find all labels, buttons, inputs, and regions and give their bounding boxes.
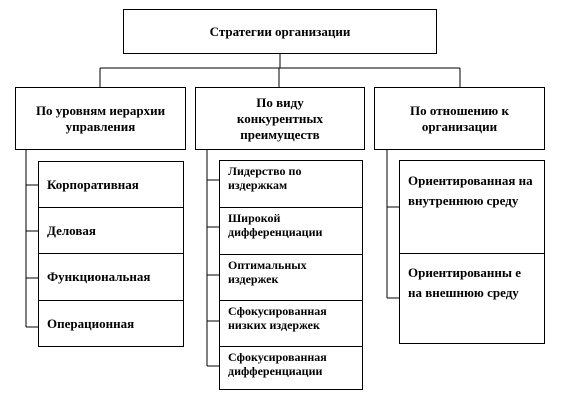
leaf-node: Ориентированны е на внешнюю среду — [399, 253, 545, 344]
root-node: Стратегии организации — [123, 9, 437, 54]
leaf-label: Лидерство по издержкам — [228, 164, 302, 192]
leaf-label: Операционная — [47, 315, 135, 331]
leaf-node: Оптимальных издержек — [219, 254, 363, 301]
leaf-label: Деловая — [47, 222, 96, 238]
leaf-node: Сфокусированная низких издержек — [219, 300, 363, 347]
leaf-label: Функциональная — [47, 269, 151, 284]
leaf-node: Лидерство по издержкам — [219, 160, 363, 208]
leaf-node: Ориентированная на внутреннюю среду — [399, 160, 545, 254]
leaf-node: Операционная — [38, 300, 184, 347]
category-competitive-advantage: По виду конкурентных преимуществ — [195, 87, 365, 150]
leaf-node: Сфокусированная дифференциации — [219, 346, 363, 390]
category-label: По уровням иерархии управления — [35, 102, 166, 134]
leaf-node: Деловая — [38, 207, 184, 254]
root-node-label: Стратегии организации — [209, 23, 351, 39]
leaf-label: Сфокусированная низких издержек — [228, 304, 327, 332]
leaf-label: Корпоративная — [47, 176, 139, 192]
leaf-node: Корпоративная — [38, 161, 184, 208]
leaf-label: Сфокусированная дифференциации — [228, 350, 327, 378]
category-label: По виду конкурентных преимуществ — [236, 94, 324, 142]
category-relation-to-organization: По отношению к организации — [374, 87, 545, 150]
category-label: По отношению к организации — [410, 102, 509, 134]
category-hierarchy-levels: По уровням иерархии управления — [15, 87, 186, 150]
leaf-label: Широкой дифференциации — [228, 211, 323, 239]
leaf-label: Ориентированная на внутреннюю среду — [408, 173, 533, 208]
leaf-label: Оптимальных издержек — [228, 258, 307, 286]
leaf-label: Ориентированны е на внешнюю среду — [408, 265, 522, 300]
leaf-node: Функциональная — [38, 253, 184, 301]
leaf-node: Широкой дифференциации — [219, 207, 363, 255]
